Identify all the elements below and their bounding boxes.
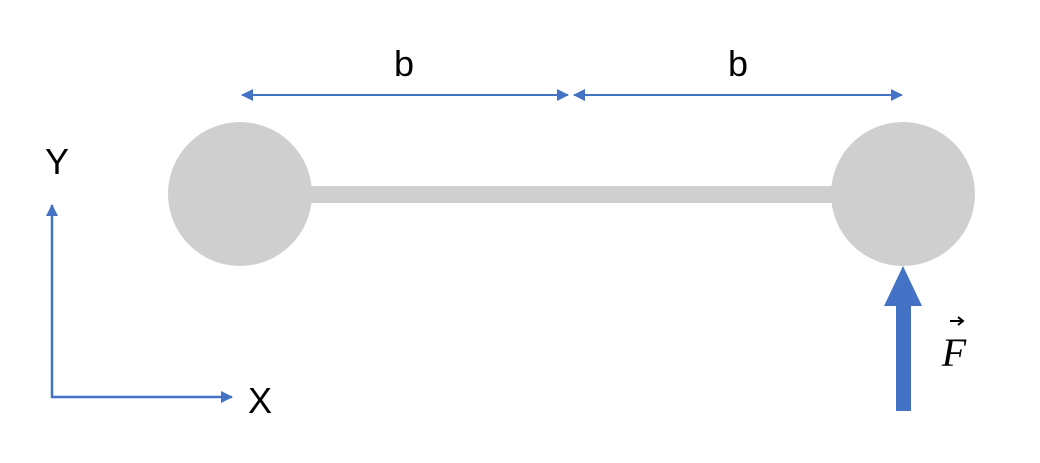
force-vector-arrow-icon [950, 316, 965, 326]
mass-left [168, 122, 312, 266]
dimension-label-left: b [394, 43, 414, 84]
force-arrow-shaft [896, 305, 911, 411]
mass-right [831, 122, 975, 266]
force-label: F [941, 330, 967, 375]
x-axis-label: X [248, 380, 272, 421]
dimension-label-right: b [728, 43, 748, 84]
force-arrow-head [884, 266, 922, 306]
connecting-rod [300, 186, 845, 203]
y-axis-label: Y [45, 141, 69, 182]
